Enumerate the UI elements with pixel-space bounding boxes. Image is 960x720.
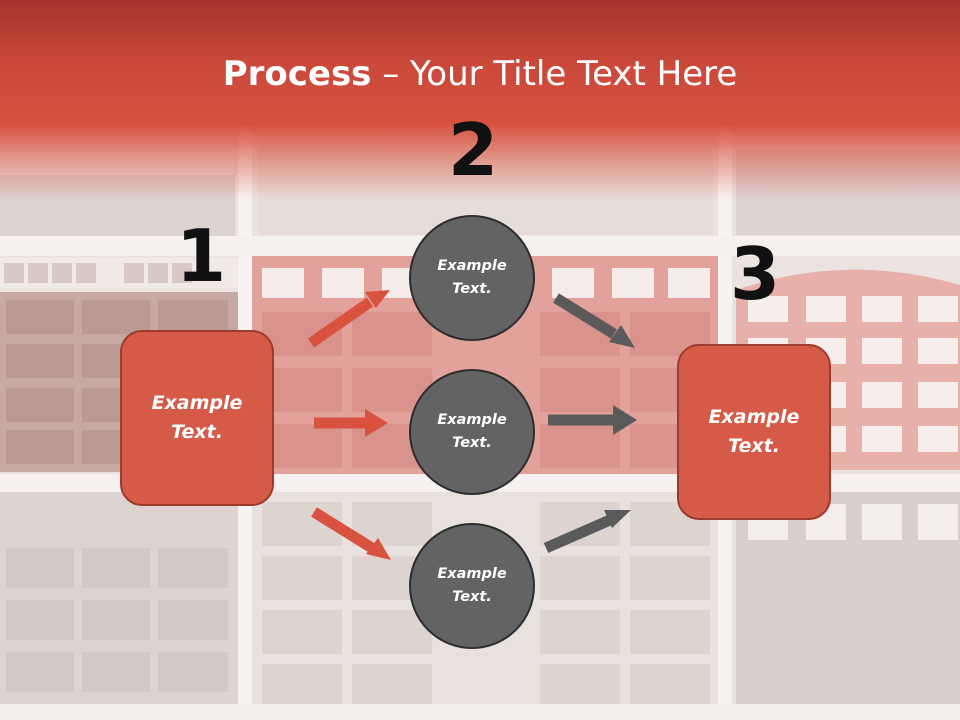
arrow-left-to-bottom (311, 507, 391, 560)
step-number-3: 3 (730, 232, 781, 316)
circle-middle: Example Text. (409, 369, 535, 495)
slide-title: Process – Your Title Text Here (0, 52, 960, 96)
title-strong: Process (222, 54, 372, 94)
circle-top: Example Text. (409, 215, 535, 341)
left-box-label: Example Text. (151, 392, 243, 443)
arrow-left-to-top (307, 290, 390, 348)
right-text-box: Example Text. (677, 344, 831, 520)
circle-bottom: Example Text. (409, 523, 535, 649)
step-number-2: 2 (448, 108, 499, 192)
circle-top-label: Example Text. (437, 258, 507, 297)
circle-middle-label: Example Text. (437, 412, 507, 451)
arrow-left-to-middle (314, 409, 388, 437)
arrow-middle-to-right (548, 405, 637, 435)
title-rest: – Your Title Text Here (371, 54, 738, 94)
right-box-label: Example Text. (708, 406, 800, 457)
arrow-top-to-right (553, 293, 635, 348)
arrow-bottom-to-right (543, 510, 631, 554)
circle-bottom-label: Example Text. (437, 566, 507, 605)
left-text-box: Example Text. (120, 330, 274, 506)
step-number-1: 1 (176, 214, 227, 298)
header-band (0, 0, 960, 200)
